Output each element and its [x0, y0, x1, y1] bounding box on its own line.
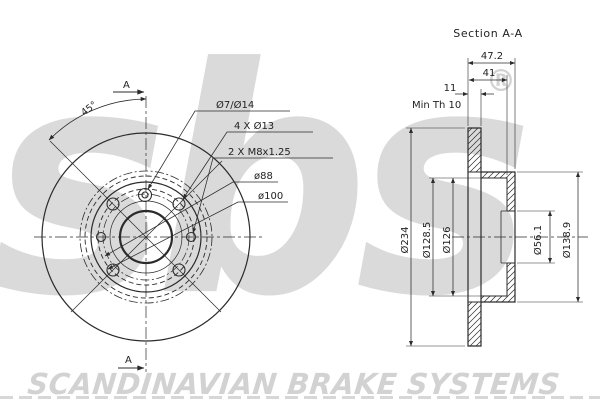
hub-hidden-circle — [84, 175, 208, 299]
leader-set-screws — [192, 157, 333, 234]
holes — [95, 187, 197, 277]
dim-hat-outer-diameter: Ø128.5 — [421, 222, 433, 259]
bolt-circle-88 — [102, 193, 190, 281]
bolt-hole — [106, 197, 120, 211]
dim-total-width: 47.2 — [481, 51, 503, 62]
callout-leaders — [104, 110, 333, 270]
leader-circle-88 — [104, 181, 278, 257]
front-view: 45° A A Ø7/Ø14 4 X Ø13 2 X M8x1.25 — [34, 80, 333, 372]
callout-bolt-holes: 4 X Ø13 — [234, 120, 274, 132]
hub-edge-circle — [90, 181, 202, 293]
bolt-hole — [106, 263, 120, 277]
hatch-hat-bottom — [481, 296, 515, 302]
extension-lines-left — [406, 127, 500, 347]
callout-pilot-hole: Ø7/Ø14 — [216, 99, 254, 111]
diagonal-ne-sw — [70, 160, 223, 313]
section-dimensions — [406, 58, 583, 347]
dim-bore-diameter: Ø56.1 — [532, 225, 544, 255]
extension-lines-top — [467, 58, 516, 175]
dim-hat-depth: 41 — [483, 68, 496, 79]
set-screw-hole — [185, 231, 197, 243]
sbs-logo-watermark: sbs — [0, 2, 534, 365]
hatch-hub-below-bore — [507, 263, 515, 296]
diagonal-nw-se — [49, 140, 222, 313]
hatch-hub-above-bore — [507, 178, 515, 211]
disc-band-outline — [467, 127, 482, 347]
footer-dashed-strip — [0, 396, 600, 399]
callout-texts: Ø7/Ø14 4 X Ø13 2 X M8x1.25 ø88 ø100 — [216, 99, 291, 202]
dim-outer-diameter: Ø234 — [399, 227, 411, 254]
dim-disc-thickness: 11 — [444, 83, 457, 94]
callout-circle-88: ø88 — [254, 171, 273, 182]
section-label-top: A — [123, 80, 130, 91]
hub-hidden-circle-outer — [79, 170, 213, 304]
callout-set-screws: 2 X M8x1.25 — [228, 147, 291, 158]
section-markers — [113, 89, 145, 371]
dim-min-thickness: Min Th 10 — [412, 100, 461, 111]
dim-flange-diameter: Ø138.9 — [561, 222, 573, 259]
section-view: Section A-A 47.2 41 11 Min Th 10 Ø234 Ø1… — [399, 27, 588, 347]
hatch-disc-top — [468, 128, 481, 172]
center-bore-circle — [118, 209, 174, 265]
centerlines — [34, 96, 262, 372]
section-texts: Section A-A 47.2 41 11 Min Th 10 Ø234 Ø1… — [399, 27, 573, 258]
disc-band-inner-edges — [468, 171, 481, 303]
section-label-bottom: A — [125, 355, 132, 366]
dim-hat-inner-diameter: Ø126 — [441, 227, 453, 254]
leader-pilot-hole — [147, 110, 290, 190]
extension-lines-right — [517, 171, 583, 303]
hatch-areas — [468, 128, 515, 346]
angle-dimension-arc — [48, 96, 147, 141]
bolt-hole — [172, 197, 186, 211]
pilot-hole-outer — [137, 187, 153, 203]
callout-circle-100: ø100 — [258, 191, 283, 202]
bore-edges — [507, 210, 515, 264]
set-screw-hole — [95, 231, 107, 243]
pilot-hole-inner — [141, 191, 149, 199]
hatch-hat-top — [481, 172, 515, 178]
section-title: Section A-A — [453, 27, 523, 40]
diagonal-centerlines — [49, 140, 223, 313]
leader-bolt-holes — [182, 131, 313, 200]
leader-circle-100 — [107, 201, 288, 270]
bolt-hole — [172, 263, 186, 277]
hatch-disc-bottom — [468, 302, 481, 346]
